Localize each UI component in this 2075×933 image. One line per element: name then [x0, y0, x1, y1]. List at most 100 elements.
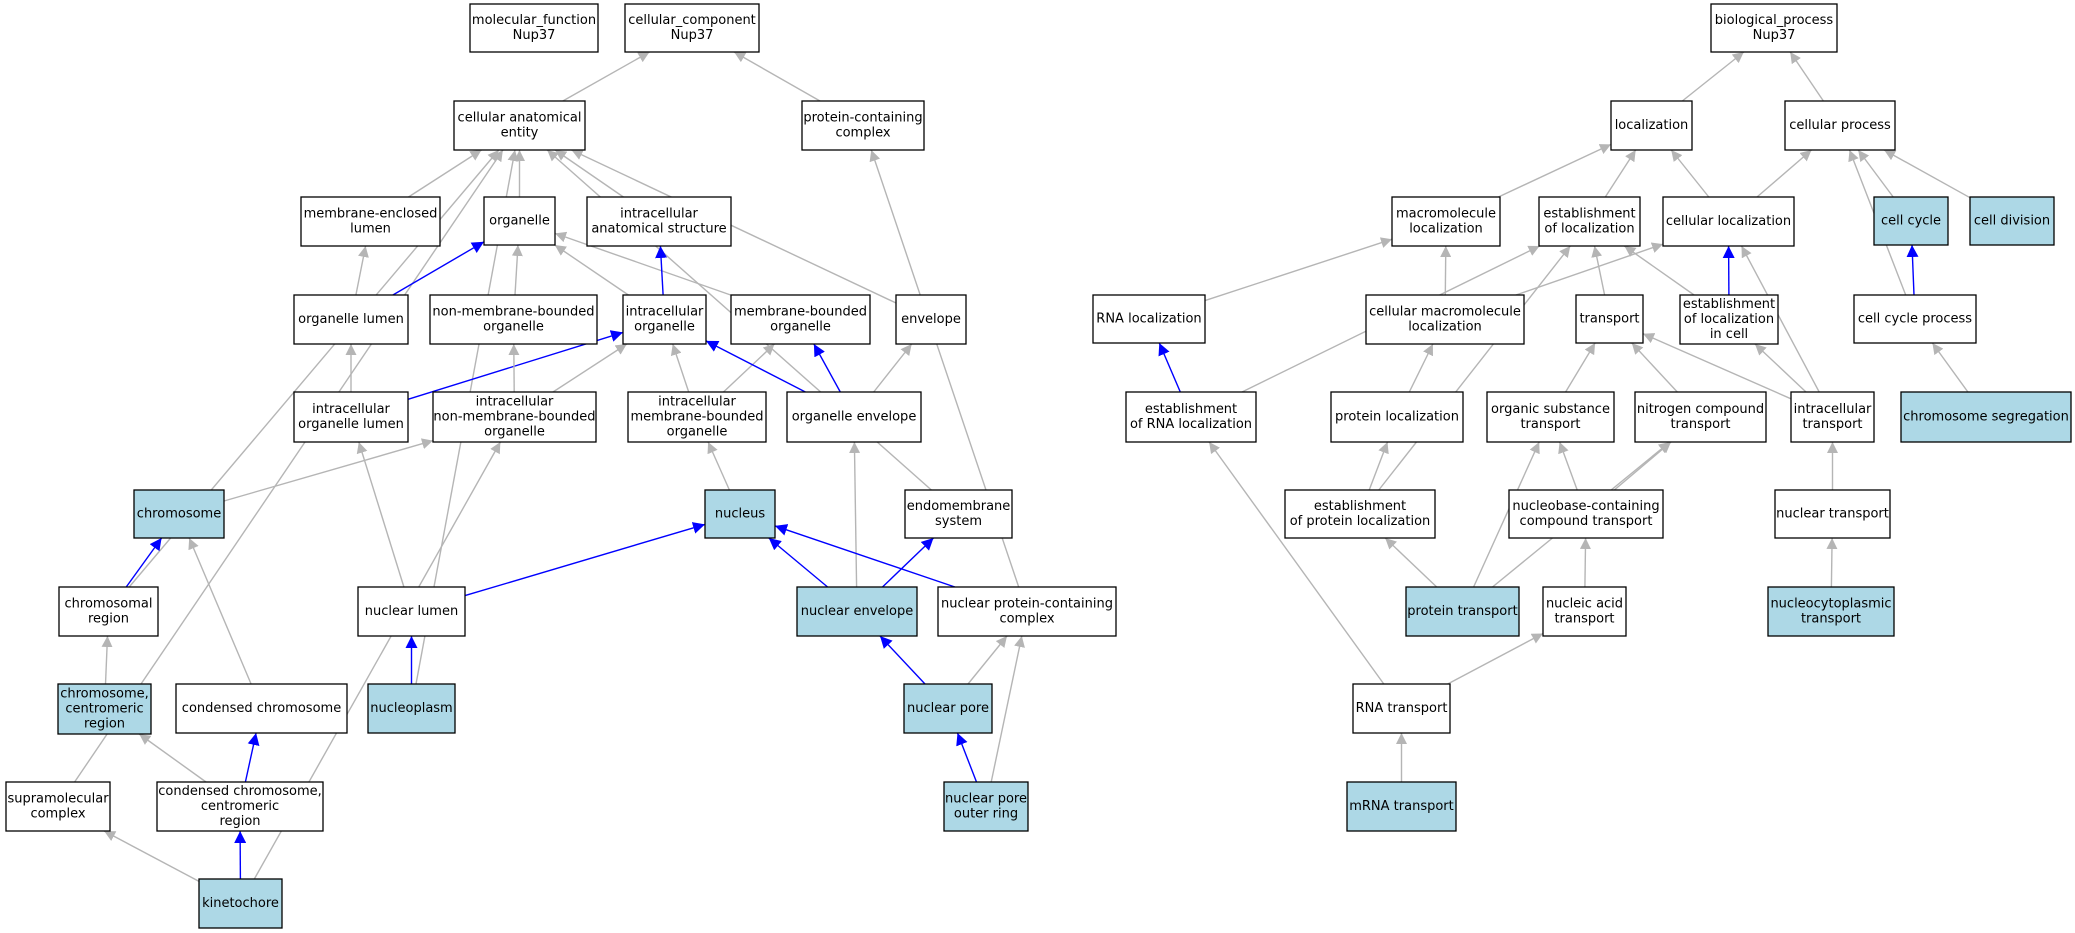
node-cellular-process[interactable]: cellular process — [1784, 100, 1896, 151]
node-condensed-chromosome[interactable]: condensed chromosome — [175, 683, 348, 734]
graph-edge — [768, 537, 829, 588]
node-protein-localization[interactable]: protein localization — [1330, 391, 1464, 443]
graph-edge — [873, 343, 913, 393]
node-nucleus[interactable]: nucleus — [704, 489, 776, 539]
node-nuclear-lumen[interactable]: nuclear lumen — [357, 586, 466, 637]
node-box — [801, 100, 925, 151]
node-label: anatomical structure — [591, 222, 726, 237]
edge-nucleic-acid-transport-to-nucleobase-containing-compound-transport — [1579, 537, 1591, 588]
node-label: establishment — [1314, 499, 1406, 514]
node-label: cell cycle process — [1858, 312, 1972, 327]
node-organelle-lumen[interactable]: organelle lumen — [293, 294, 409, 345]
edge-chromosomal-region-to-chromosome — [125, 537, 163, 588]
node-nuclear-transport[interactable]: nuclear transport — [1774, 489, 1891, 539]
node-label: of localization — [1684, 312, 1774, 327]
node-label: Nup37 — [513, 28, 556, 43]
edge-nuclear-lumen-to-nucleus — [464, 522, 706, 597]
graph-edge — [355, 245, 369, 296]
node-rna-transport[interactable]: RNA transport — [1352, 683, 1451, 734]
node-mrna-transport[interactable]: mRNA transport — [1346, 781, 1457, 832]
graph-edge — [1789, 51, 1824, 102]
node-chromosome[interactable]: chromosome — [133, 489, 225, 539]
node-nuclear-pore[interactable]: nuclear pore — [903, 683, 993, 734]
node-box — [1092, 294, 1206, 344]
edge-membrane-bounded-organelle-to-organelle — [554, 231, 732, 296]
graph-edge — [1681, 51, 1745, 102]
node-label: organelle envelope — [792, 410, 917, 425]
node-nuclear-envelope[interactable]: nuclear envelope — [796, 586, 918, 637]
edge-rna-transport-to-nucleic-acid-transport — [1447, 632, 1544, 685]
edge-intracellular-transport-to-establishment-of-localization-in-cell — [1754, 343, 1807, 393]
node-transport[interactable]: transport — [1575, 294, 1644, 344]
node-label: transport — [1554, 612, 1614, 627]
graph-edge — [511, 244, 523, 296]
edge-organelle-envelope-to-intracellular-organelle — [705, 340, 806, 393]
node-rna-localization[interactable]: RNA localization — [1092, 294, 1206, 344]
node-label: condensed chromosome, — [158, 784, 322, 799]
node-box — [1508, 489, 1664, 539]
node-intracellular-nmbo[interactable]: intracellularnon-membrane-boundedorganel… — [432, 391, 597, 443]
node-label: intracellular — [626, 305, 704, 320]
edge-intracellular-transport-to-transport — [1642, 333, 1792, 400]
node-box — [57, 683, 152, 735]
node-protein-transport[interactable]: protein transport — [1405, 586, 1520, 637]
node-organelle-envelope[interactable]: organelle envelope — [786, 391, 922, 443]
node-box — [903, 683, 993, 734]
edge-intracellular-organelle-to-intracellular-anatomical-structure — [655, 245, 668, 296]
node-label: kinetochore — [202, 896, 279, 911]
graph-edge — [774, 524, 956, 588]
node-box — [357, 586, 466, 637]
node-envelope[interactable]: envelope — [895, 294, 967, 345]
node-kinetochore[interactable]: kinetochore — [198, 878, 283, 929]
node-cell-division[interactable]: cell division — [1969, 196, 2055, 246]
node-label: centromeric — [65, 702, 143, 717]
node-chromosome-segregation[interactable]: chromosome segregation — [1900, 391, 2072, 443]
node-nucleoplasm[interactable]: nucleoplasm — [367, 683, 456, 734]
node-label: RNA transport — [1356, 701, 1448, 716]
edge-nuclear-lumen-to-intracellular-organelle-lumen — [356, 441, 405, 588]
node-organelle[interactable]: organelle — [483, 196, 556, 246]
node-cell-cycle[interactable]: cell cycle — [1873, 196, 1949, 246]
graph-edge — [1368, 441, 1389, 491]
graph-edge — [707, 441, 731, 491]
node-localization[interactable]: localization — [1610, 100, 1693, 151]
node-box — [1710, 3, 1838, 53]
node-box — [1662, 196, 1795, 247]
node-cellular-localization[interactable]: cellular localization — [1662, 196, 1795, 247]
node-cell-cycle-process[interactable]: cell cycle process — [1853, 294, 1977, 344]
node-label: organelle — [484, 425, 545, 440]
graph-edge — [103, 830, 200, 883]
edge-non-membrane-bounded-organelle-to-organelle — [511, 244, 523, 296]
